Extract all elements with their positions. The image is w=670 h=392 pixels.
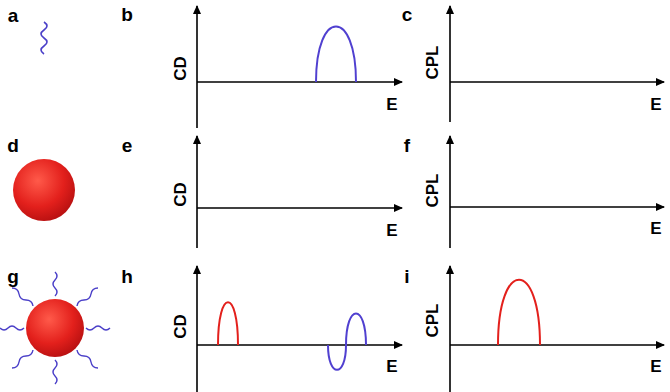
cd-band	[316, 27, 356, 83]
ligand-squiggle	[41, 22, 47, 54]
axis-label: E	[386, 358, 397, 375]
panel-letter: f	[404, 136, 410, 155]
axis-label: CPL	[424, 303, 441, 337]
axis-label: E	[386, 96, 397, 113]
cpl-band	[498, 280, 540, 345]
axis-label: CPL	[424, 45, 441, 79]
ligand-shell	[0, 272, 110, 384]
panel-letter: e	[122, 136, 133, 155]
panel-letter: i	[404, 267, 409, 286]
panel-letter: d	[7, 136, 19, 155]
nanoparticle	[13, 159, 75, 221]
panel-letter: g	[7, 267, 19, 286]
axis-label: E	[650, 358, 661, 375]
panel-letter: c	[402, 5, 413, 24]
axis-label: E	[386, 222, 397, 239]
cd-couplet	[328, 314, 366, 370]
axis-label: CD	[172, 314, 189, 339]
axis-label: E	[650, 220, 661, 237]
panel-letter: b	[121, 5, 133, 24]
axis-label: CD	[172, 56, 189, 81]
induced-cd-band	[218, 302, 238, 345]
nanoparticle	[26, 299, 84, 357]
axis-label: CD	[172, 182, 189, 207]
axis-label: E	[650, 96, 661, 113]
panel-letter: a	[8, 6, 19, 25]
axis-label: CPL	[424, 173, 441, 207]
panel-letter: h	[121, 267, 133, 286]
axes	[197, 6, 664, 392]
